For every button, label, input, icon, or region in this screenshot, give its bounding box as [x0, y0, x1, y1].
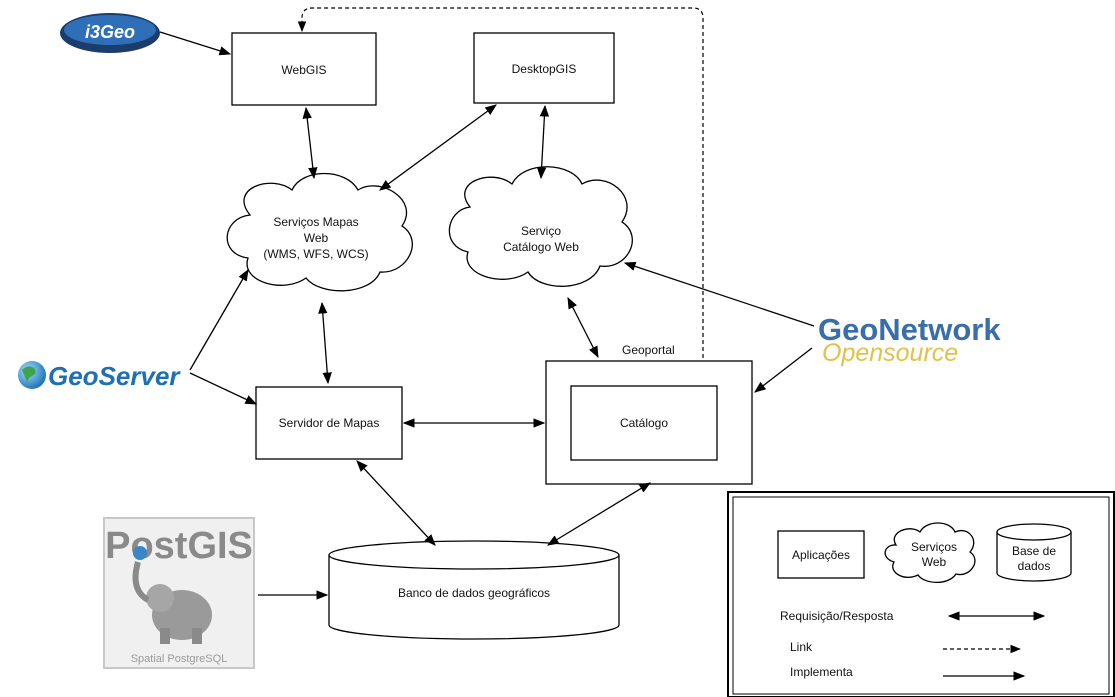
- legend-servicos-line2: Web: [922, 555, 947, 569]
- postgis-logo-text: PostGIS: [105, 525, 253, 567]
- servicos-mapas-cloud: Serviços Mapas Web (WMS, WFS, WCS): [226, 172, 413, 292]
- servico-catalogo-cloud: Serviço Catálogo Web: [448, 166, 633, 287]
- geoportal-label: Geoportal: [622, 343, 675, 357]
- legend-base-line1: Base de: [1012, 544, 1056, 558]
- legend-aplicacoes-label: Aplicações: [792, 548, 850, 562]
- opensource-logo-text: Opensource: [822, 339, 958, 367]
- legend-servicos-line1: Serviços: [911, 540, 957, 554]
- banco-dados-label: Banco de dados geográficos: [398, 586, 550, 600]
- postgis-caption: Spatial PostgreSQL: [131, 653, 228, 665]
- edge-catalogo-geoportal: [567, 296, 599, 359]
- servicos-mapas-line1: Serviços Mapas: [273, 215, 358, 229]
- legend-base-line2: dados: [1018, 559, 1051, 573]
- legend: Aplicações Serviços Web Base de dados Re…: [727, 491, 1115, 697]
- webgis-label: WebGIS: [281, 63, 326, 77]
- geonetwork-logo: GeoNetwork Opensource: [818, 312, 1001, 367]
- servidor-mapas-node: Servidor de Mapas: [255, 386, 403, 460]
- edge-geonetwork-catalogo-web: [623, 261, 815, 327]
- servicos-mapas-line2: Web: [304, 231, 329, 245]
- legend-requisicao-label: Requisição/Resposta: [780, 609, 894, 623]
- i3geo-logo: i3Geo: [60, 13, 160, 53]
- servicos-mapas-line3: (WMS, WFS, WCS): [263, 247, 368, 261]
- servico-catalogo-line1: Serviço: [521, 224, 561, 238]
- postgis-logo: PostGIS Spatial PostgreSQL: [103, 517, 255, 669]
- edge-geoserver-servicos: [189, 268, 249, 371]
- edge-servidor-banco: [356, 460, 436, 546]
- servico-catalogo-line2: Catálogo Web: [503, 240, 579, 254]
- legend-frame: [727, 491, 1115, 697]
- elephant-icon: [132, 546, 212, 644]
- geoserver-logo: GeoServer: [18, 361, 181, 391]
- edge-geonetwork-geoportal: [754, 347, 813, 393]
- i3geo-logo-text: i3Geo: [85, 22, 135, 42]
- legend-cloud-shape: [884, 522, 976, 584]
- edge-webgis-servicos: [302, 106, 318, 180]
- banco-dados-cylinder: Banco de dados geográficos: [328, 540, 620, 640]
- legend-link-label: Link: [790, 640, 813, 654]
- desktopgis-label: DesktopGIS: [512, 62, 577, 76]
- edge-desktopgis-catalogo: [536, 104, 550, 180]
- legend-cylinder-shape: [996, 523, 1072, 582]
- edge-i3geo-webgis: [159, 31, 232, 56]
- edge-geoportal-banco: [547, 482, 651, 546]
- legend-aplicacoes-box: [777, 530, 865, 579]
- edge-desktopgis-servicos: [379, 104, 497, 191]
- edge-link-geoportal-webgis: [297, 7, 704, 358]
- catalogo-label: Catálogo: [620, 416, 668, 430]
- servidor-mapas-label: Servidor de Mapas: [279, 416, 380, 430]
- legend-implementa-label: Implementa: [790, 665, 853, 679]
- desktopgis-node: DesktopGIS: [473, 32, 615, 104]
- webgis-node: WebGIS: [231, 32, 377, 106]
- edge-geoserver-servidor: [189, 372, 258, 405]
- edge-servicos-servidor: [318, 301, 332, 385]
- geoportal-node: Geoportal Catálogo: [545, 343, 753, 485]
- geonetwork-logo-text: GeoNetwork: [818, 312, 1001, 347]
- geoserver-logo-text: GeoServer: [48, 361, 181, 391]
